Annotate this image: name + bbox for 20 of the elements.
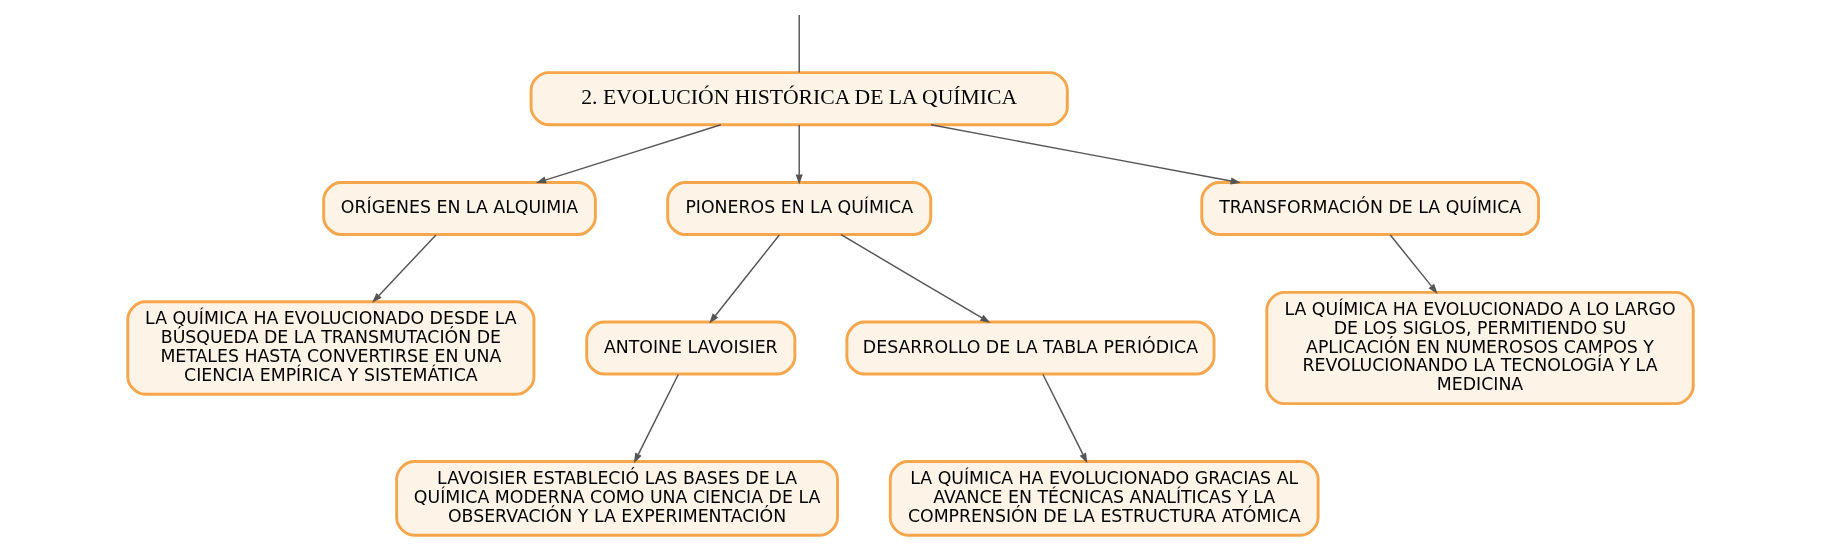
node-box: ORÍGENES EN LA ALQUIMIA <box>322 181 597 236</box>
arrow <box>1389 234 1438 294</box>
node-box: TRANSFORMACIÓN DE LA QUÍMICA <box>1200 181 1540 236</box>
node-box: ANTOINE LAVOISIER <box>585 320 797 376</box>
arrow <box>535 124 722 184</box>
arrow <box>840 234 991 323</box>
node-box: 2. EVOLUCIÓN HISTÓRICA DE LA QUÍMICA <box>529 71 1069 127</box>
node-box: LA QUÍMICA HA EVOLUCIONADO GRACIAS AL AVANCE EN TÉCNICAS ANALÍTICAS Y LA COMPRENSIÓN DE LA ESTRUCTURA ATÓMICA <box>888 460 1320 537</box>
node-box: LAVOISIER ESTABLECIÓ LAS BASES DE LA QUÍMICA MODERNA COMO UNA CIENCIA DE LA OBSERVACIÓN Y LA EXPERIMENTACIÓN <box>395 460 839 537</box>
node-box: LA QUÍMICA HA EVOLUCIONADO DESDE LA BÚSQUEDA DE LA TRANSMUTACIÓN DE METALES HASTA CONVERTIRSE EN UNA CIENCIA EMPÍRICA Y SISTEMÁTICA <box>126 300 536 396</box>
arrow <box>709 234 781 324</box>
connector <box>798 14 800 74</box>
node-box: LA QUÍMICA HA EVOLUCIONADO A LO LARGO DE LOS SIGLOS, PERMITIENDO SU APLICACIÓN EN NUMEROSOS CAMPOS Y REVOLUCIONANDO LA TECNOLOGÍA Y LA MEDICINA <box>1265 290 1695 406</box>
arrow <box>633 373 679 464</box>
node-box: DESARROLLO DE LA TABLA PERIÓDICA <box>845 320 1216 376</box>
arrow <box>372 234 437 303</box>
node-box: PIONEROS EN LA QUÍMICA <box>666 181 933 236</box>
arrow <box>930 124 1241 185</box>
arrow <box>1042 373 1088 464</box>
arrow <box>795 124 803 185</box>
